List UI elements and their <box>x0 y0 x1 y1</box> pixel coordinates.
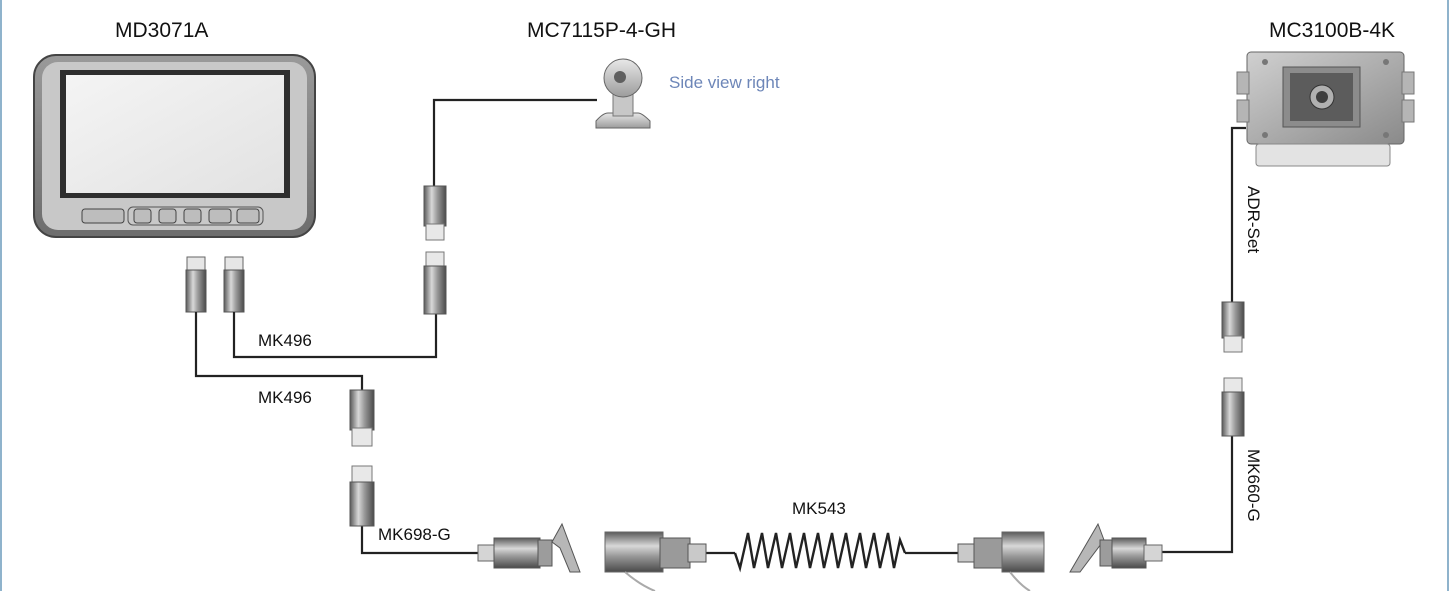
trailer-socket-right <box>1069 522 1163 573</box>
trailer-plug-right <box>957 531 1045 591</box>
trailer-plug-left <box>604 531 707 591</box>
connector-left-lower <box>349 465 375 527</box>
cable-label-mk496-top: MK496 <box>258 331 312 350</box>
monitor-plug-2 <box>223 256 245 313</box>
monitor-plug-1 <box>185 256 207 313</box>
side-camera-label: MC7115P-4-GH <box>527 19 676 42</box>
connector-left-upper <box>349 389 375 447</box>
frame-border-left <box>0 0 2 591</box>
cable-label-mk543: MK543 <box>792 499 846 518</box>
cable-label-mk496-bottom: MK496 <box>258 388 312 407</box>
cable-label-mk660-g: MK660-G <box>1244 449 1263 522</box>
monitor-label: MD3071A <box>115 19 209 42</box>
connector-side-lower <box>423 251 447 315</box>
side-camera-note: Side view right <box>669 73 780 92</box>
cable-lines <box>194 98 1246 555</box>
cable-label-mk698-g: MK698-G <box>378 525 451 544</box>
rear-camera-label: MC3100B-4K <box>1269 19 1396 42</box>
coiled-cable-mk543 <box>733 532 907 573</box>
monitor-md3071a <box>33 54 316 238</box>
rear-camera-mc3100b <box>1236 51 1415 167</box>
side-camera-mc7115p <box>595 58 651 129</box>
connector-side-upper <box>423 185 447 241</box>
connector-right-upper <box>1221 301 1245 353</box>
trailer-socket-left <box>477 522 581 573</box>
connector-right-lower <box>1221 377 1245 437</box>
frame-border-right <box>1447 0 1449 591</box>
cable-label-adr-set: ADR-Set <box>1244 186 1263 254</box>
